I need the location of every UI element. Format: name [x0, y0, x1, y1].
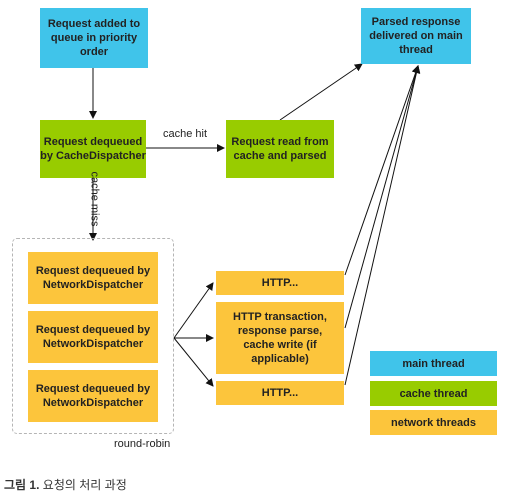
arrow-cache-read-to-delivered	[279, 63, 363, 121]
node-delivered: Parsed response delivered on main thread	[361, 8, 471, 64]
node-http-1-label: HTTP...	[261, 277, 299, 289]
network-dispatcher-group	[12, 238, 174, 434]
node-http-3: HTTP...	[216, 381, 344, 405]
node-http-2: HTTP transaction, response parse, cache …	[216, 302, 344, 374]
node-queued: Request added to queue in priority order	[40, 8, 148, 68]
figure-caption-number: 그림 1.	[4, 478, 40, 492]
arrow-to-http-1	[173, 282, 214, 339]
edge-label-cache-hit: cache hit	[163, 128, 208, 140]
arrow-to-http-3	[173, 337, 214, 387]
legend-main-thread: main thread	[370, 351, 497, 376]
figure-caption-text: 요청의 처리 과정	[42, 478, 127, 492]
node-cache-read-label: Request read from cache and parsed	[231, 136, 329, 162]
node-http-3-label: HTTP...	[261, 387, 299, 399]
node-cache-dispatcher-label: Request dequeued by CacheDispatcher	[40, 136, 146, 162]
legend-network-threads: network threads	[370, 410, 497, 435]
node-http-2-label: HTTP transaction, response parse, cache …	[233, 311, 327, 365]
legend-network-threads-label: network threads	[391, 416, 476, 429]
node-network-dispatcher-1: Request dequeued by NetworkDispatcher	[28, 252, 158, 304]
edge-label-cache-miss: cache miss	[88, 171, 101, 227]
node-cache-read: Request read from cache and parsed	[226, 120, 334, 178]
figure-caption: 그림 1. 요청의 처리 과정	[4, 476, 127, 493]
node-network-dispatcher-2-label: Request dequeued by NetworkDispatcher	[35, 324, 151, 350]
node-network-dispatcher-2: Request dequeued by NetworkDispatcher	[28, 311, 158, 363]
node-network-dispatcher-1-label: Request dequeued by NetworkDispatcher	[35, 265, 151, 291]
node-cache-dispatcher: Request dequeued by CacheDispatcher	[40, 120, 146, 178]
node-network-dispatcher-3: Request dequeued by NetworkDispatcher	[28, 370, 158, 422]
node-network-dispatcher-3-label: Request dequeued by NetworkDispatcher	[35, 383, 151, 409]
node-queued-label: Request added to queue in priority order	[47, 18, 141, 58]
legend-main-thread-label: main thread	[402, 357, 465, 370]
group-label-round-robin: round-robin	[114, 438, 171, 450]
legend-cache-thread: cache thread	[370, 381, 497, 406]
arrow-http-3-to-delivered	[344, 65, 421, 386]
node-http-1: HTTP...	[216, 271, 344, 295]
node-delivered-label: Parsed response delivered on main thread	[369, 16, 463, 56]
legend-cache-thread-label: cache thread	[399, 387, 468, 400]
arrow-http-2-to-delivered	[344, 65, 420, 329]
arrow-http-1-to-delivered	[344, 65, 420, 276]
